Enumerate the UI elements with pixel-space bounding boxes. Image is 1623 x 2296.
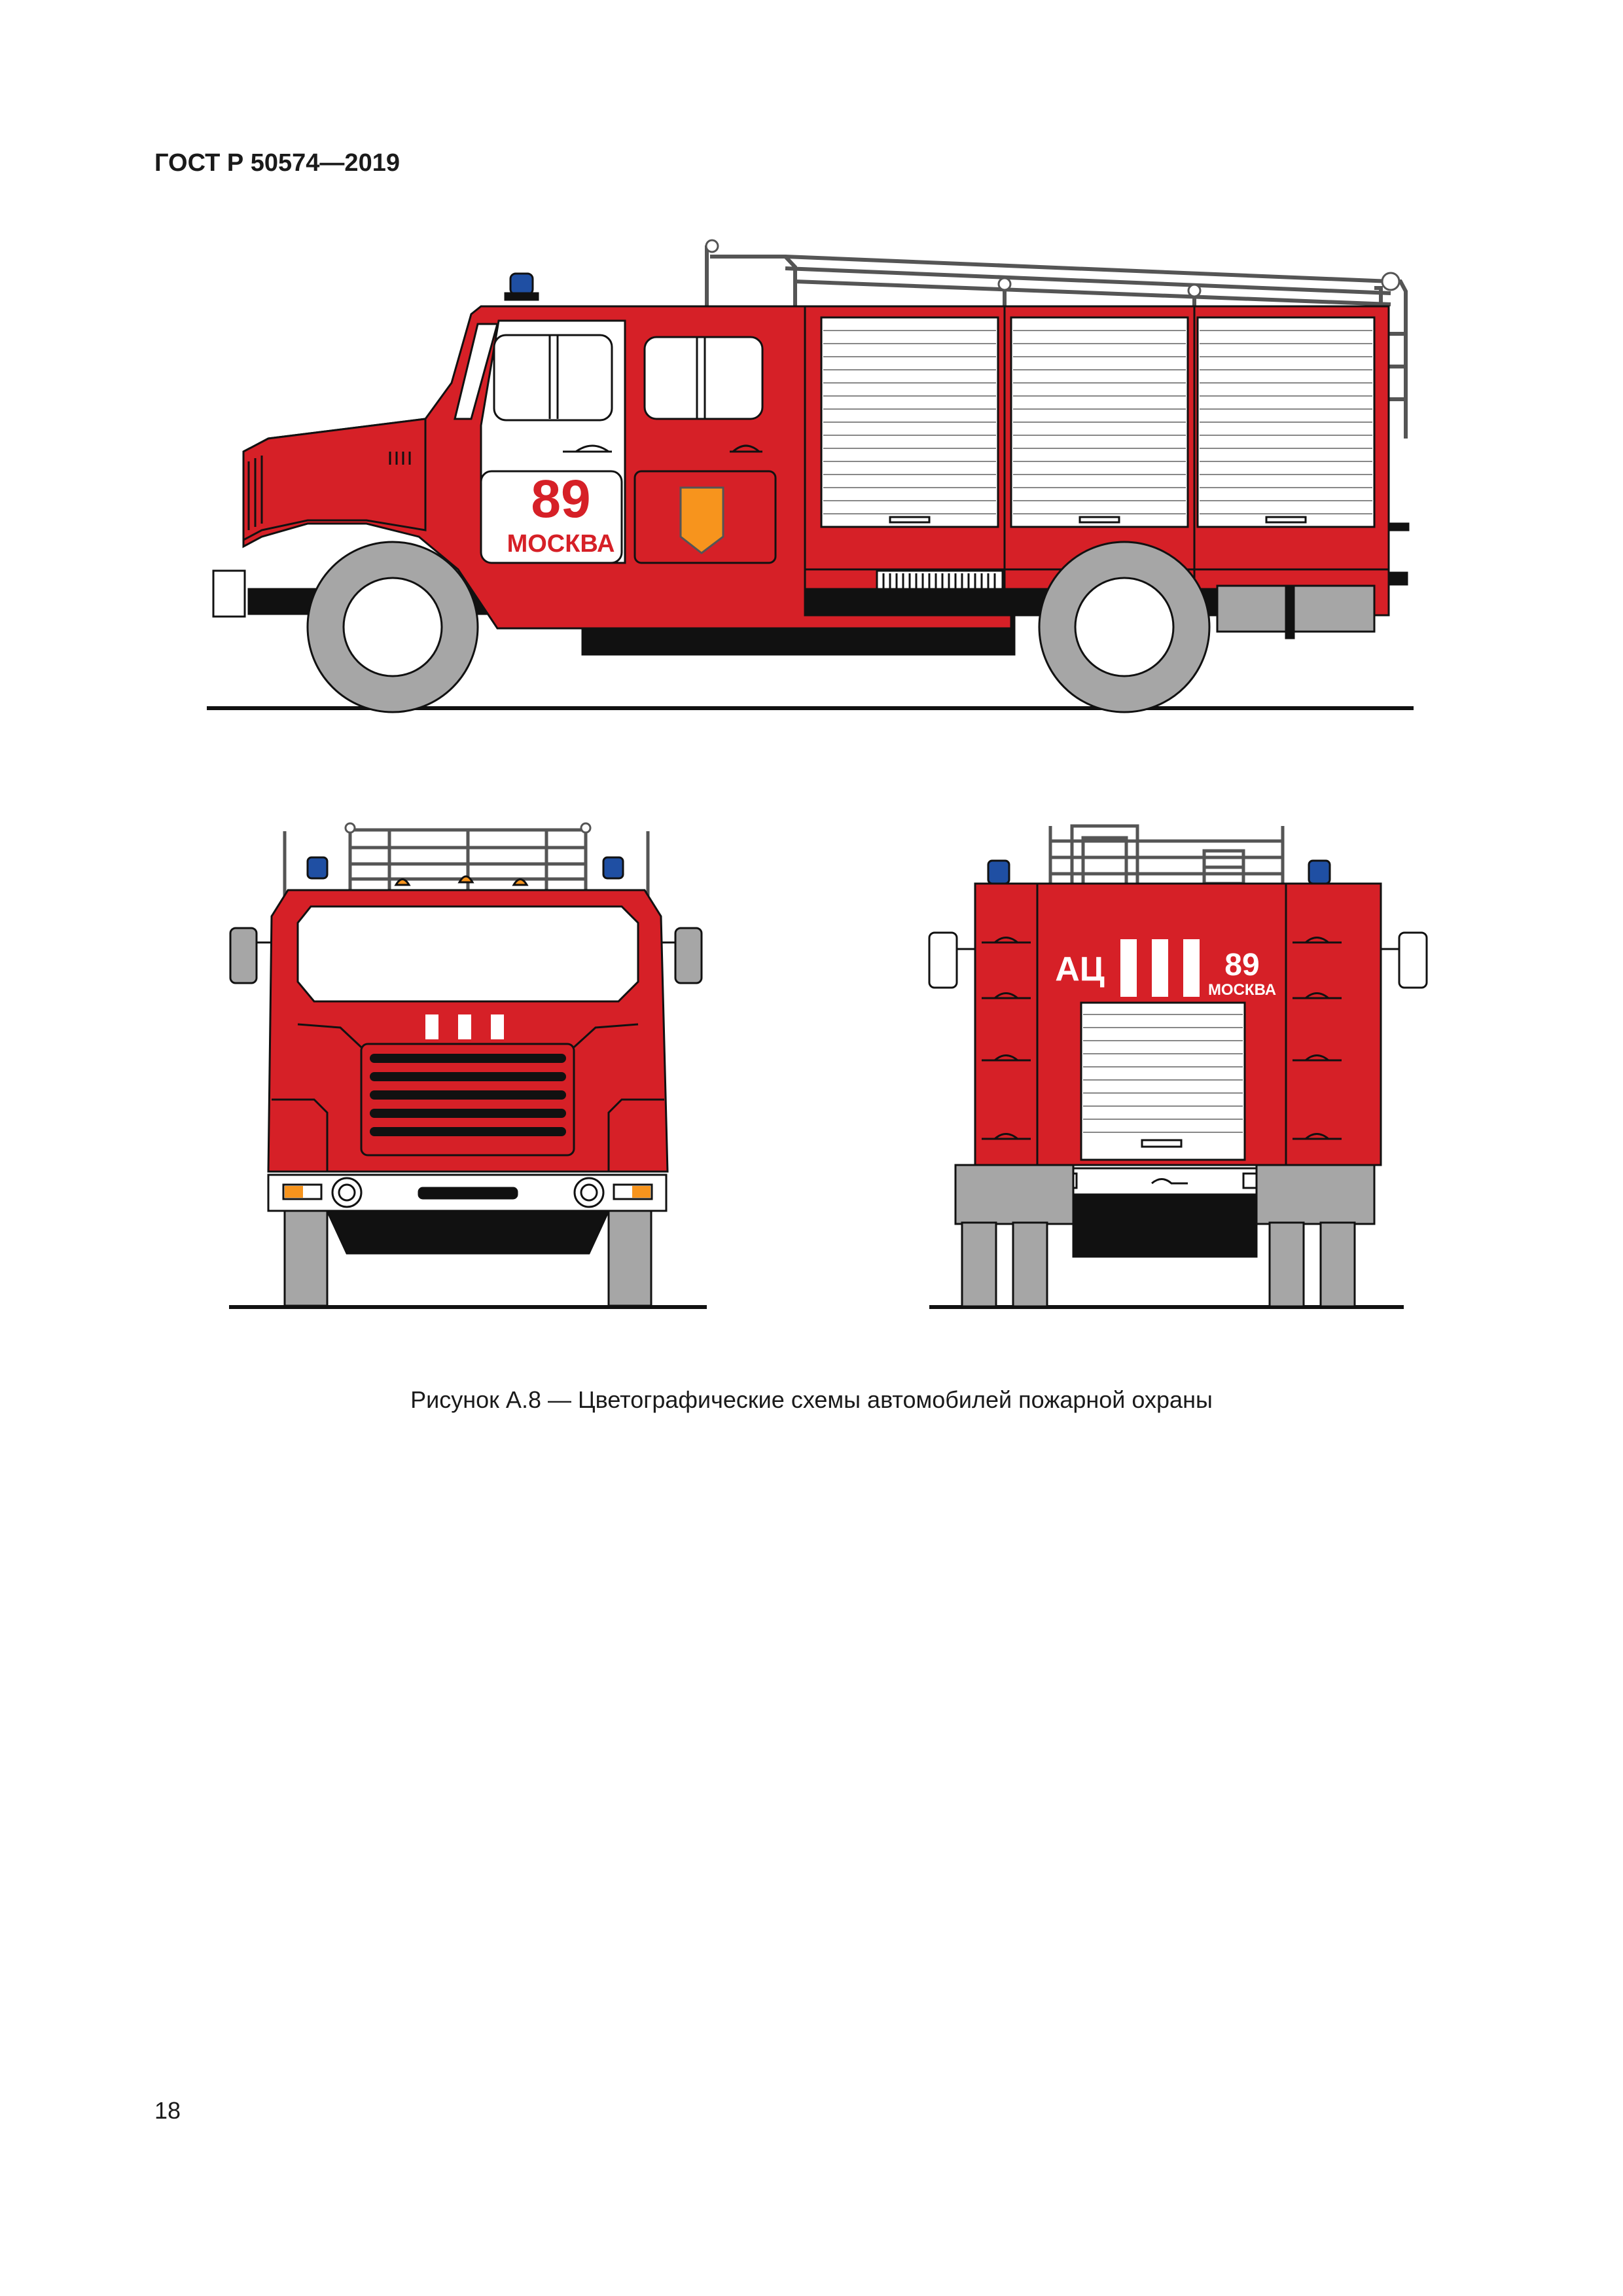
rear-view xyxy=(928,824,1428,1309)
side-city: МОСКВА xyxy=(507,530,615,558)
fire-truck-figure: 89 МОСКВА xyxy=(207,239,1428,1309)
front-wheel xyxy=(306,541,479,713)
rear-number: 89 xyxy=(1224,948,1259,982)
side-tank xyxy=(1216,584,1376,633)
side-view xyxy=(207,239,1414,713)
rear-shutter xyxy=(1080,1001,1246,1161)
rear-abbr: АЦ xyxy=(1055,950,1105,988)
rear-wheel xyxy=(1038,541,1211,713)
rear-city: МОСКВА xyxy=(1208,981,1276,999)
front-view xyxy=(229,822,707,1309)
page-number: 18 xyxy=(154,2097,181,2124)
front-windshield xyxy=(296,905,639,1003)
document-code: ГОСТ Р 50574—2019 xyxy=(154,149,400,177)
side-number: 89 xyxy=(531,469,590,529)
emblem-shield xyxy=(679,486,724,554)
front-bumper-side xyxy=(212,569,246,618)
beacon-light xyxy=(509,272,534,296)
figure-caption: Рисунок А.8 — Цветографические схемы авт… xyxy=(410,1386,1213,1413)
cab xyxy=(242,305,1012,630)
